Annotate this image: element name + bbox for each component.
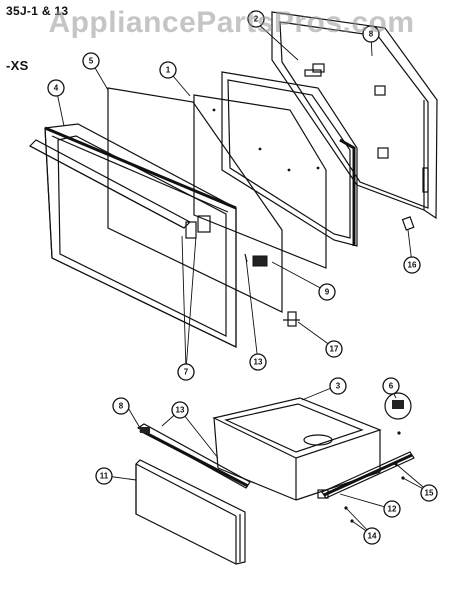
- svg-text:9: 9: [325, 288, 330, 297]
- callout-3: 3: [329, 377, 347, 395]
- svg-text:17: 17: [330, 345, 339, 354]
- door-clip: [401, 216, 415, 231]
- drawer-trim-strip: [136, 423, 251, 489]
- callout-16: 16: [403, 256, 421, 274]
- svg-text:16: 16: [408, 261, 417, 270]
- svg-text:6: 6: [389, 382, 394, 391]
- svg-text:2: 2: [254, 15, 259, 24]
- inner-glass: [193, 94, 327, 269]
- callout-12: 12: [383, 500, 401, 518]
- callout-6: 6: [382, 377, 400, 395]
- drawer-slide-rail: [317, 451, 415, 499]
- callout-8-door: 8: [362, 25, 380, 43]
- leader-lines: [55, 21, 430, 536]
- callout-8-drawer: 8: [112, 397, 130, 415]
- callout-7: 7: [177, 363, 195, 381]
- callout-13-drawer: 13: [171, 401, 189, 419]
- svg-text:8: 8: [119, 402, 124, 411]
- callout-5: 5: [82, 52, 100, 70]
- svg-text:5: 5: [89, 57, 94, 66]
- svg-text:13: 13: [254, 358, 263, 367]
- model-number-label: 35J-1 & 13: [6, 4, 69, 18]
- callout-13-door: 13: [249, 353, 267, 371]
- callout-1: 1: [159, 61, 177, 79]
- door-handle: [29, 139, 211, 239]
- model-suffix-label: -XS: [6, 58, 29, 73]
- svg-text:13: 13: [176, 406, 185, 415]
- svg-text:1: 1: [166, 66, 171, 75]
- svg-text:11: 11: [100, 472, 109, 481]
- watermark-text: AppliancePartsPros.com: [48, 6, 415, 39]
- outer-door-frame: [44, 123, 237, 348]
- drawer-front-panel: [135, 459, 246, 565]
- svg-text:3: 3: [336, 382, 341, 391]
- inner-glass-frame: [221, 71, 358, 247]
- outer-glass: [107, 87, 300, 327]
- svg-text:7: 7: [184, 368, 189, 377]
- svg-text:12: 12: [388, 505, 397, 514]
- callout-14: 14: [363, 527, 381, 545]
- drawer-roller: [384, 392, 412, 420]
- callout-9: 9: [318, 283, 336, 301]
- callout-17: 17: [325, 340, 343, 358]
- svg-text:14: 14: [368, 532, 377, 541]
- svg-text:4: 4: [54, 84, 59, 93]
- callout-2: 2: [247, 10, 265, 28]
- svg-text:8: 8: [369, 30, 374, 39]
- callout-11: 11: [95, 467, 113, 485]
- svg-text:15: 15: [425, 489, 434, 498]
- callout-4: 4: [47, 79, 65, 97]
- callout-15: 15: [420, 484, 438, 502]
